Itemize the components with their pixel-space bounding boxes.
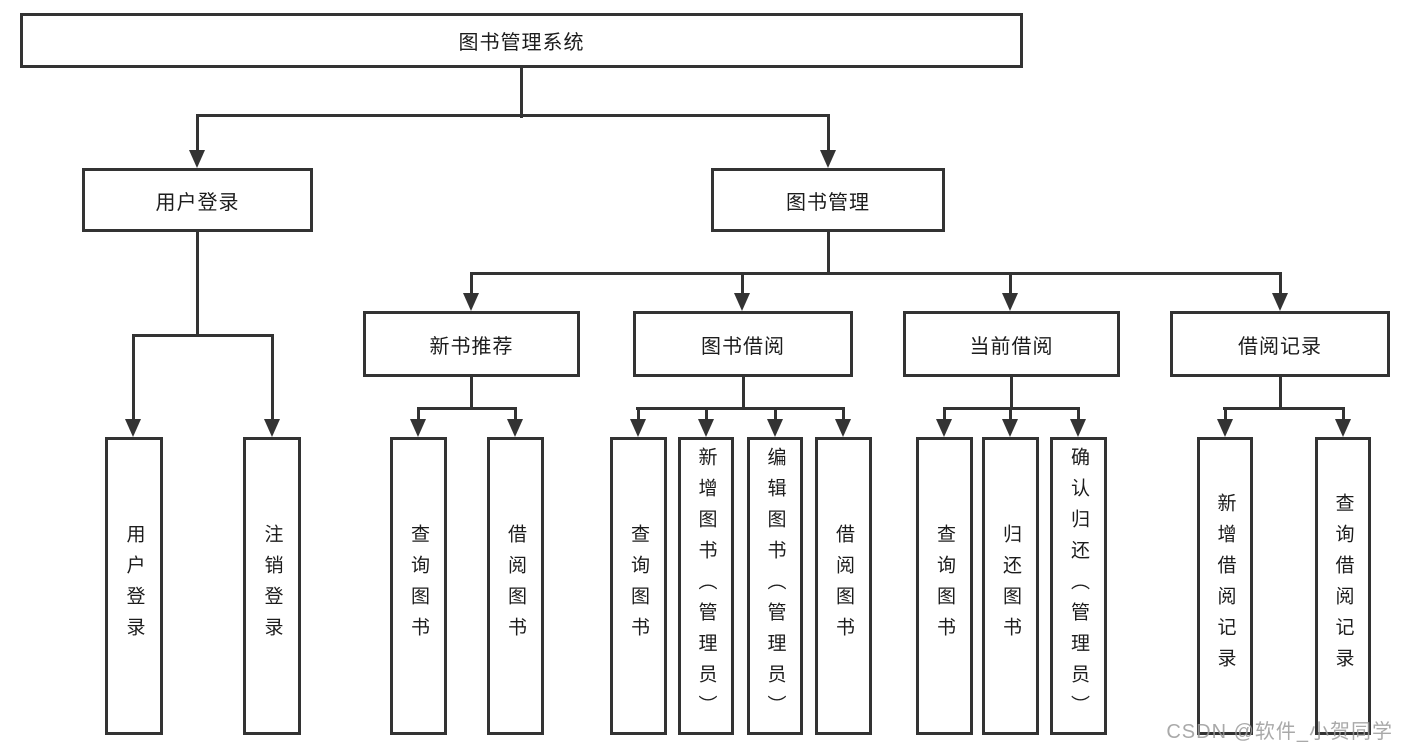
node-user-login: 用户登录 — [82, 168, 313, 232]
arrow-down-icon — [820, 150, 836, 168]
node-book-borrow: 图书借阅 — [633, 311, 853, 377]
arrow-shaft — [773, 408, 777, 423]
node-current-borrow: 当前借阅 — [903, 311, 1120, 377]
arrow-shaft — [1278, 273, 1282, 297]
node-label: 查询借阅记录 — [1332, 493, 1354, 679]
arrow-shaft — [416, 408, 420, 423]
arrow-shaft — [740, 273, 744, 297]
connector-line — [636, 406, 845, 410]
arrow-shaft — [826, 115, 830, 154]
arrow-down-icon — [1070, 419, 1086, 437]
arrow-shaft — [841, 408, 845, 423]
arrow-shaft — [942, 408, 946, 423]
arrow-down-icon — [1002, 293, 1018, 311]
arrow-down-icon — [835, 419, 851, 437]
node-root: 图书管理系统 — [20, 13, 1023, 68]
node-label: 编辑图书（管理员） — [764, 446, 786, 726]
node-label: 归还图书 — [1000, 524, 1021, 648]
node-label: 图书管理系统 — [458, 32, 585, 54]
connector-line — [1009, 377, 1013, 410]
node-leaf-add-book: 新增图书（管理员） — [678, 437, 734, 735]
node-label: 图书管理 — [786, 191, 870, 214]
connector-line — [943, 406, 1080, 410]
node-label: 查询图书 — [408, 524, 429, 648]
csdn-watermark: CSDN @软件_小贺同学 — [1166, 721, 1393, 743]
connector-line — [417, 406, 517, 410]
node-label: 借阅图书 — [505, 524, 526, 648]
node-leaf-edit-book: 编辑图书（管理员） — [747, 437, 803, 735]
node-leaf-add-record: 新增借阅记录 — [1197, 437, 1253, 735]
arrow-shaft — [636, 408, 640, 423]
arrow-shaft — [131, 335, 135, 423]
arrow-down-icon — [189, 150, 205, 168]
arrow-shaft — [1076, 408, 1080, 423]
node-label: 当前借阅 — [969, 335, 1054, 358]
node-label: 借阅记录 — [1238, 335, 1322, 358]
arrow-down-icon — [1002, 419, 1018, 437]
connector-line — [519, 68, 523, 118]
node-label: 新增图书（管理员） — [695, 446, 717, 726]
connector-line — [195, 232, 199, 337]
node-label: 新书推荐 — [429, 335, 514, 358]
connector-line — [196, 113, 830, 117]
arrow-shaft — [1223, 408, 1227, 423]
connector-line — [469, 377, 473, 410]
arrow-shaft — [704, 408, 708, 423]
arrow-shaft — [513, 408, 517, 423]
arrow-shaft — [469, 273, 473, 297]
node-label: 确认归还（管理员） — [1068, 446, 1089, 726]
node-label: 新增借阅记录 — [1214, 493, 1236, 679]
node-leaf-query-book-2: 查询图书 — [610, 437, 667, 735]
node-leaf-query-book-3: 查询图书 — [916, 437, 973, 735]
node-leaf-return-book: 归还图书 — [982, 437, 1039, 735]
node-label: 借阅图书 — [833, 524, 854, 648]
connector-line — [1223, 406, 1345, 410]
arrow-shaft — [195, 115, 199, 154]
connector-line — [826, 232, 830, 275]
node-leaf-query-book-1: 查询图书 — [390, 437, 447, 735]
arrow-down-icon — [936, 419, 952, 437]
node-leaf-logout: 注销登录 — [243, 437, 301, 735]
node-label: 查询图书 — [628, 524, 649, 648]
arrow-down-icon — [410, 419, 426, 437]
node-new-book-recommend: 新书推荐 — [363, 311, 580, 377]
arrow-shaft — [1341, 408, 1345, 423]
arrow-down-icon — [698, 419, 714, 437]
arrow-shaft — [1008, 273, 1012, 297]
arrow-down-icon — [264, 419, 280, 437]
node-leaf-query-record: 查询借阅记录 — [1315, 437, 1371, 735]
connector-line — [470, 271, 1282, 275]
node-label: 注销登录 — [261, 524, 283, 648]
node-leaf-user-login: 用户登录 — [105, 437, 163, 735]
node-label: 查询图书 — [934, 524, 955, 648]
node-label: 用户登录 — [155, 191, 240, 214]
arrow-down-icon — [1335, 419, 1351, 437]
node-label: 图书借阅 — [701, 335, 785, 358]
arrow-shaft — [270, 335, 274, 423]
connector-line — [132, 333, 274, 337]
arrow-down-icon — [125, 419, 141, 437]
node-leaf-borrow-book-2: 借阅图书 — [815, 437, 872, 735]
node-label: 用户登录 — [123, 524, 145, 648]
node-leaf-borrow-book-1: 借阅图书 — [487, 437, 544, 735]
connector-line — [1278, 377, 1282, 410]
arrow-shaft — [1008, 408, 1012, 423]
connector-line — [741, 377, 745, 410]
arrow-down-icon — [1217, 419, 1233, 437]
arrow-down-icon — [1272, 293, 1288, 311]
node-borrow-records: 借阅记录 — [1170, 311, 1390, 377]
arrow-down-icon — [630, 419, 646, 437]
node-book-management: 图书管理 — [711, 168, 945, 232]
arrow-down-icon — [463, 293, 479, 311]
arrow-down-icon — [734, 293, 750, 311]
node-leaf-confirm-return: 确认归还（管理员） — [1050, 437, 1107, 735]
arrow-down-icon — [507, 419, 523, 437]
arrow-down-icon — [767, 419, 783, 437]
